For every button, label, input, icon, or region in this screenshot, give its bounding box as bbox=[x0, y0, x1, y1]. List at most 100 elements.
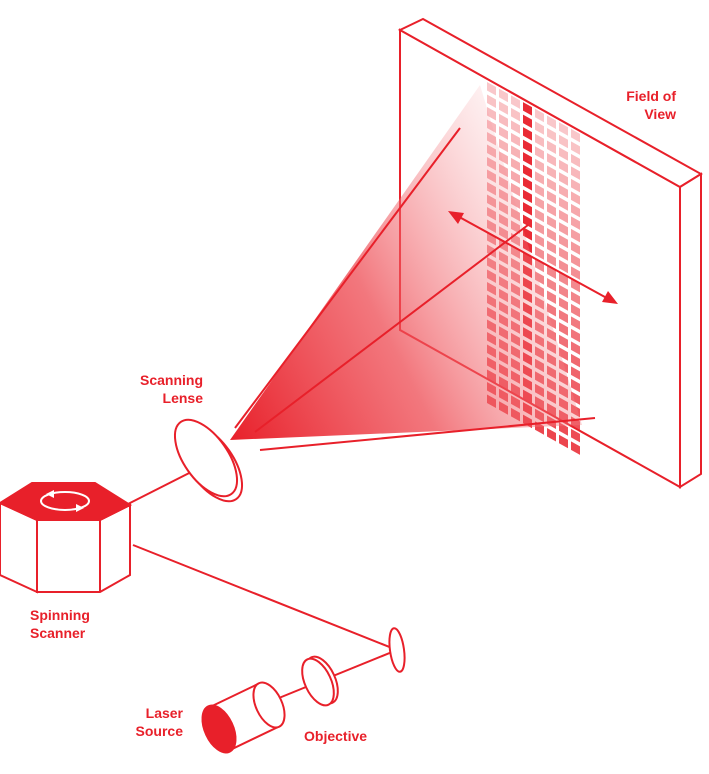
scan-spot bbox=[511, 107, 520, 122]
label-spinning-scanner: Spinning Scanner bbox=[30, 607, 90, 641]
scan-spot bbox=[547, 265, 556, 279]
scan-spot bbox=[523, 177, 532, 191]
scan-spot bbox=[535, 133, 544, 148]
scan-spot bbox=[499, 113, 508, 128]
scan-spot bbox=[499, 101, 508, 115]
scan-spot bbox=[523, 139, 532, 154]
scan-spot bbox=[559, 272, 568, 286]
scan-spot bbox=[523, 114, 532, 129]
label-objective: Objective bbox=[304, 728, 367, 744]
scan-spot bbox=[547, 215, 556, 229]
scan-spot bbox=[547, 203, 556, 217]
scan-spot bbox=[523, 164, 532, 179]
label-line: Objective bbox=[304, 728, 367, 744]
scan-spot bbox=[559, 234, 568, 249]
scan-spot bbox=[511, 182, 520, 197]
scan-spot bbox=[487, 94, 496, 108]
scan-spot bbox=[499, 138, 508, 153]
beam-mirror-to-laser bbox=[273, 649, 398, 701]
scan-spot bbox=[559, 434, 568, 449]
scan-spot bbox=[499, 88, 508, 103]
scan-spot bbox=[559, 297, 568, 311]
scan-spot bbox=[559, 222, 568, 236]
scan-spot bbox=[571, 303, 580, 318]
scan-spot bbox=[523, 102, 532, 116]
spinning-scanner-icon bbox=[0, 482, 133, 594]
scan-spot bbox=[535, 108, 544, 123]
scan-spot bbox=[559, 147, 568, 161]
scan-spot bbox=[571, 328, 580, 343]
scan-spot bbox=[535, 258, 544, 273]
scan-spot bbox=[571, 366, 580, 380]
scan-spot bbox=[559, 334, 568, 349]
scan-spot bbox=[535, 171, 544, 185]
scan-spot bbox=[535, 221, 544, 235]
scan-spot bbox=[571, 378, 580, 393]
scan-spot bbox=[559, 247, 568, 261]
label-line: Lense bbox=[163, 390, 204, 406]
scan-spot bbox=[571, 253, 580, 268]
scan-spot bbox=[571, 216, 580, 230]
mirror-icon bbox=[388, 627, 406, 673]
objective-lens-icon bbox=[301, 655, 339, 707]
scan-spot bbox=[547, 128, 556, 142]
scan-spot bbox=[547, 278, 556, 292]
scan-spot bbox=[547, 190, 556, 204]
scan-spot bbox=[559, 159, 568, 174]
beam-cone bbox=[230, 85, 582, 440]
scan-spot bbox=[571, 228, 580, 243]
scan-spot bbox=[547, 178, 556, 192]
label-line: Source bbox=[136, 723, 184, 739]
scan-spot bbox=[571, 153, 580, 168]
rotation-arrow-icon bbox=[40, 491, 90, 511]
scan-spot bbox=[535, 121, 544, 135]
beam-line bbox=[234, 127, 461, 429]
scan-spot bbox=[511, 170, 520, 184]
scan-spot bbox=[571, 341, 580, 355]
scanner-top bbox=[0, 482, 133, 521]
scan-spot bbox=[571, 178, 580, 193]
scan-spot bbox=[547, 115, 556, 129]
scan-spot bbox=[559, 172, 568, 186]
scan-spot bbox=[559, 122, 568, 136]
laser-source-icon bbox=[201, 681, 286, 754]
scan-spot bbox=[547, 228, 556, 242]
scan-spot bbox=[559, 184, 568, 199]
scan-spot bbox=[547, 140, 556, 154]
scan-spot bbox=[535, 146, 544, 160]
scan-spot bbox=[547, 253, 556, 267]
label-line: Laser bbox=[146, 705, 184, 721]
scan-spot bbox=[535, 208, 544, 223]
scan-spot bbox=[511, 145, 520, 159]
scan-spot bbox=[547, 428, 556, 442]
label-field-of-view: Field of View bbox=[626, 88, 676, 122]
optical-path bbox=[127, 464, 398, 701]
scan-spot bbox=[571, 428, 580, 443]
scan-spot bbox=[571, 316, 580, 330]
scanning-lense-icon bbox=[173, 418, 244, 503]
scan-spot bbox=[559, 284, 568, 299]
scan-spot bbox=[547, 290, 556, 304]
scan-spot bbox=[571, 241, 580, 255]
scan-spot bbox=[559, 134, 568, 149]
scan-spot bbox=[523, 189, 532, 204]
label-line: Scanning bbox=[140, 372, 203, 388]
scan-spot bbox=[559, 259, 568, 274]
label-laser-source: Laser Source bbox=[136, 705, 184, 739]
scan-spot bbox=[523, 127, 532, 141]
scan-spot bbox=[571, 291, 580, 305]
beam-line bbox=[254, 224, 529, 433]
scan-beam-fan bbox=[230, 85, 596, 451]
scan-spot bbox=[559, 309, 568, 324]
scan-spot bbox=[547, 240, 556, 254]
scan-spot bbox=[535, 233, 544, 248]
label-line: View bbox=[644, 106, 676, 122]
scan-spot bbox=[547, 153, 556, 167]
beam-line bbox=[259, 417, 596, 451]
scan-direction-arrow-icon bbox=[448, 211, 618, 304]
scan-spot bbox=[571, 353, 580, 368]
panel-side-edge bbox=[679, 172, 702, 489]
scan-spot bbox=[535, 271, 544, 285]
scan-spot bbox=[487, 107, 496, 121]
